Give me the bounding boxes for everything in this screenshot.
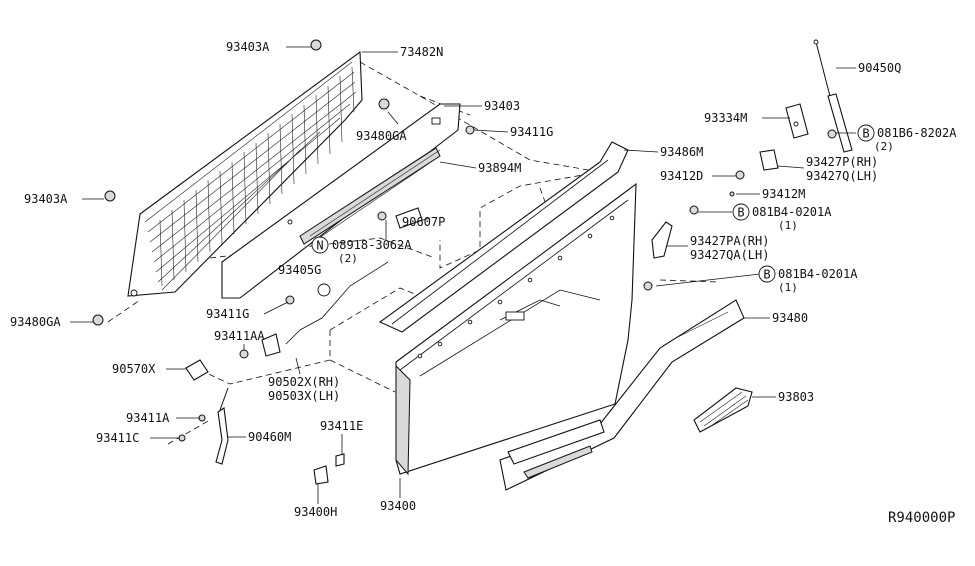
label-93334M: 93334M bbox=[704, 111, 747, 125]
cable-90460M bbox=[215, 387, 229, 465]
label-081B4-0201A-b: 081B4-0201A bbox=[778, 267, 858, 281]
bolt-symbol-081B6: B bbox=[857, 124, 875, 142]
label-90503X: 90503X(LH) bbox=[268, 389, 340, 403]
part-labels: 93403A 73482N 90450Q 93403 93480GA 93411… bbox=[10, 40, 957, 526]
rods-90502X bbox=[261, 207, 423, 357]
label-93803: 93803 bbox=[778, 390, 814, 404]
label-93400: 93400 bbox=[380, 499, 416, 513]
label-081B4-a-qty: (1) bbox=[778, 219, 798, 232]
label-90460M: 90460M bbox=[248, 430, 291, 444]
label-081B6-qty: (2) bbox=[874, 140, 894, 153]
label-93427Q: 93427Q(LH) bbox=[806, 169, 878, 183]
label-93411AA: 93411AA bbox=[214, 329, 265, 343]
label-93894M: 93894M bbox=[478, 161, 521, 175]
label-93486M: 93486M bbox=[660, 145, 703, 159]
leader-lines bbox=[70, 46, 856, 504]
label-93411C: 93411C bbox=[96, 431, 139, 445]
label-93400H: 93400H bbox=[294, 505, 337, 519]
label-93411G-left: 93411G bbox=[206, 307, 249, 321]
label-90450Q: 90450Q bbox=[858, 61, 901, 75]
protector-93403 bbox=[221, 103, 461, 299]
bolt-symbol-081B4-b: B bbox=[758, 265, 776, 283]
label-93405G: 93405G bbox=[278, 263, 321, 277]
label-93480GA-left: 93480GA bbox=[10, 315, 61, 329]
finisher-93480 bbox=[499, 299, 745, 491]
label-73482N: 73482N bbox=[400, 45, 443, 59]
label-93403A-left: 93403A bbox=[24, 192, 68, 206]
label-93427QA: 93427QA(LH) bbox=[690, 248, 769, 262]
assembly-guide-lines bbox=[107, 61, 721, 445]
label-93427P: 93427P(RH) bbox=[806, 155, 878, 169]
handle-93803 bbox=[693, 387, 753, 433]
bolt-symbol-letter: B bbox=[737, 206, 744, 220]
lock-90570X bbox=[185, 359, 209, 381]
label-081B6-8202A: 081B6-8202A bbox=[877, 126, 957, 140]
label-93403: 93403 bbox=[484, 99, 520, 113]
label-93412M: 93412M bbox=[762, 187, 805, 201]
label-081B4-0201A-a: 081B4-0201A bbox=[752, 205, 832, 219]
nut-symbol-08918: N bbox=[311, 236, 329, 254]
nut-symbol-letter: N bbox=[316, 239, 323, 253]
bolt-symbol-letter: B bbox=[862, 127, 869, 141]
label-93412D: 93412D bbox=[660, 169, 703, 183]
hinge-93427P bbox=[759, 149, 779, 171]
bracket-93334M bbox=[785, 103, 809, 139]
bolt-symbol-letter: B bbox=[763, 268, 770, 282]
label-93480GA-mid: 93480GA bbox=[356, 129, 407, 143]
diagram-code: R940000P bbox=[888, 510, 955, 526]
label-93403A-top: 93403A bbox=[226, 40, 270, 54]
label-93411A: 93411A bbox=[126, 411, 170, 425]
label-90607P: 90607P bbox=[402, 215, 445, 229]
label-08918-3062A: 08918-3062A bbox=[332, 238, 412, 252]
label-93411G-right: 93411G bbox=[510, 125, 553, 139]
label-08918-qty: (2) bbox=[338, 252, 358, 265]
label-081B4-b-qty: (1) bbox=[778, 281, 798, 294]
label-93427PA: 93427PA(RH) bbox=[690, 234, 769, 248]
bumper-93400H bbox=[313, 453, 345, 485]
label-90570X: 90570X bbox=[112, 362, 156, 376]
label-90502X: 90502X(RH) bbox=[268, 375, 340, 389]
bolt-symbol-081B4-a: B bbox=[732, 203, 750, 221]
hinge-93427PA bbox=[651, 221, 673, 259]
label-93411E: 93411E bbox=[320, 419, 363, 433]
label-93480: 93480 bbox=[772, 311, 808, 325]
tailgate-93400 bbox=[395, 182, 637, 476]
inner-panel-73482N bbox=[127, 50, 363, 297]
